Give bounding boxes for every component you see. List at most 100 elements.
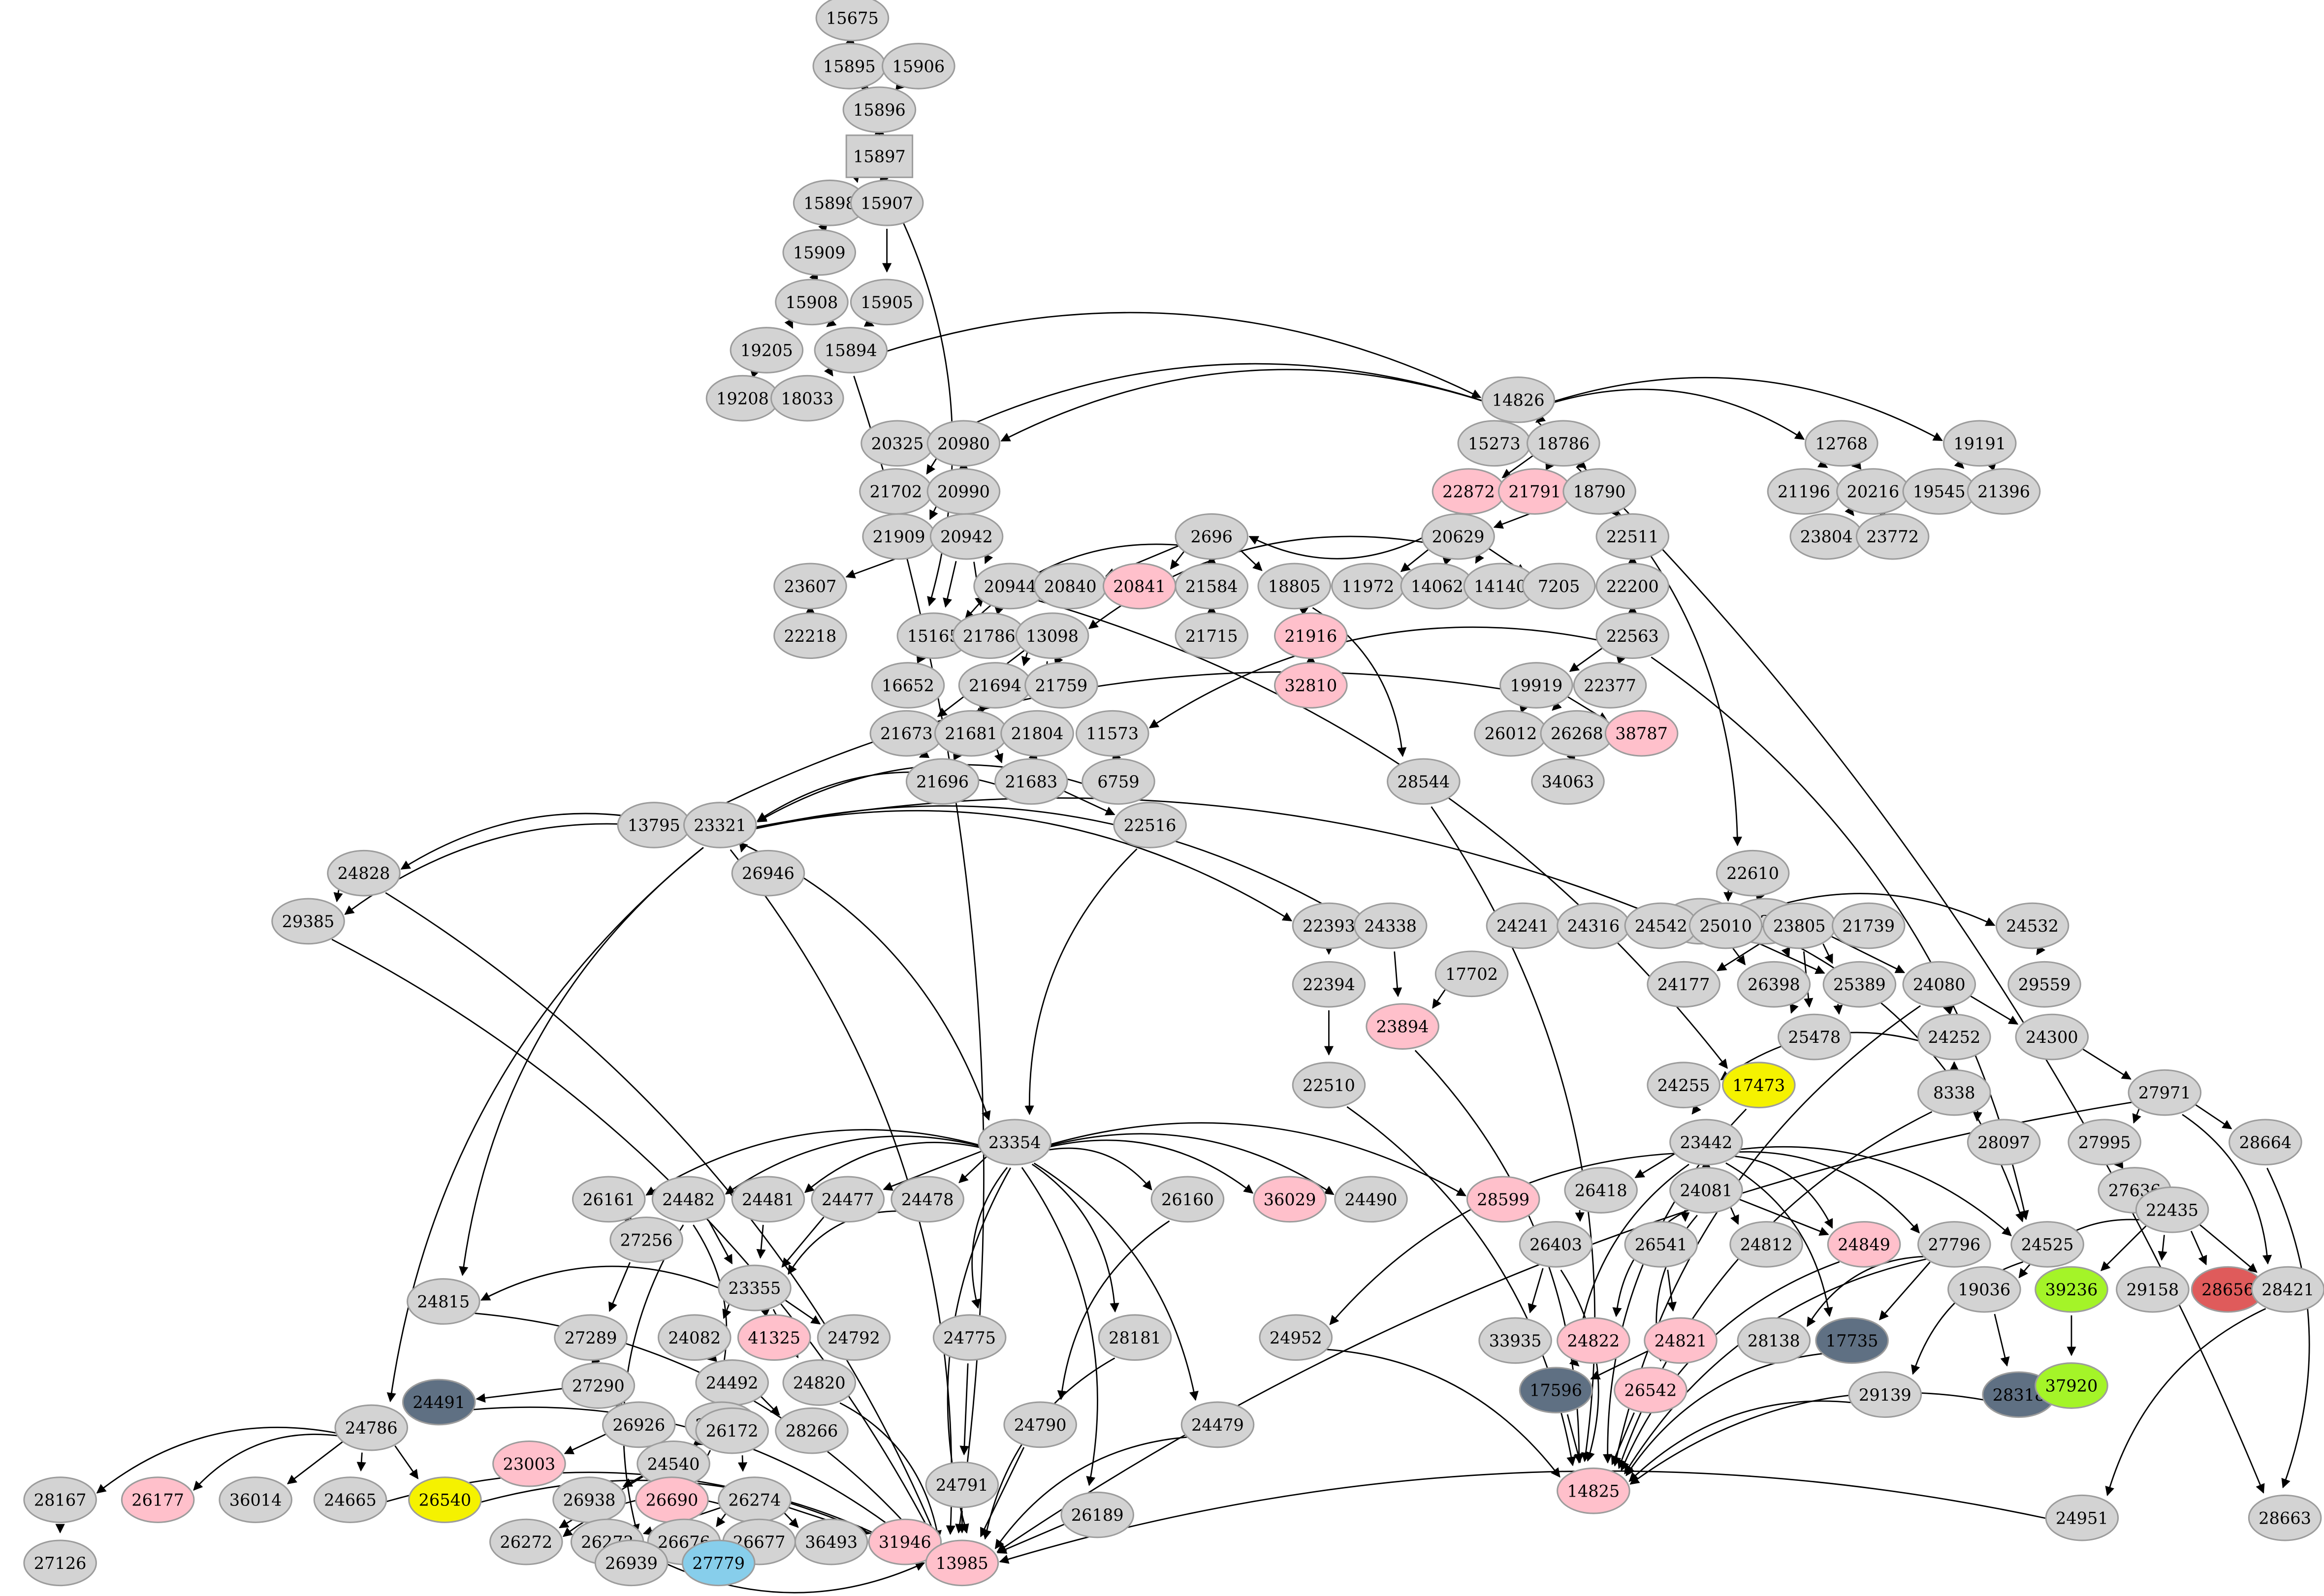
graph-node-28663[interactable]: 28663 xyxy=(2249,1495,2321,1540)
graph-node-24241[interactable]: 24241 xyxy=(1487,903,1559,948)
graph-node-24477[interactable]: 24477 xyxy=(812,1177,884,1222)
graph-node-24791[interactable]: 24791 xyxy=(926,1462,998,1507)
graph-node-21759[interactable]: 21759 xyxy=(1025,663,1098,708)
graph-node-21909[interactable]: 21909 xyxy=(863,514,935,559)
graph-node-26161[interactable]: 26161 xyxy=(573,1177,645,1222)
graph-node-24316[interactable]: 24316 xyxy=(1558,903,1630,948)
graph-node-28167[interactable]: 28167 xyxy=(24,1477,96,1523)
graph-node-21696[interactable]: 21696 xyxy=(906,759,979,804)
graph-node-41325[interactable]: 41325 xyxy=(738,1315,810,1360)
graph-node-23894[interactable]: 23894 xyxy=(1367,1004,1439,1049)
graph-node-24542[interactable]: 24542 xyxy=(1625,903,1697,948)
graph-node-24491[interactable]: 24491 xyxy=(403,1379,475,1425)
graph-node-26939[interactable]: 26939 xyxy=(595,1540,668,1586)
graph-node-32810[interactable]: 32810 xyxy=(1275,663,1347,708)
graph-node-24479[interactable]: 24479 xyxy=(1181,1402,1254,1447)
graph-node-24177[interactable]: 24177 xyxy=(1648,962,1720,1007)
graph-node-17473[interactable]: 17473 xyxy=(1723,1063,1795,1108)
graph-node-24828[interactable]: 24828 xyxy=(328,850,400,896)
graph-node-26274[interactable]: 26274 xyxy=(719,1477,791,1523)
graph-node-23805[interactable]: 23805 xyxy=(1763,903,1836,948)
graph-node-38787[interactable]: 38787 xyxy=(1605,711,1678,756)
graph-node-24820[interactable]: 24820 xyxy=(783,1360,856,1406)
graph-node-26268[interactable]: 26268 xyxy=(1541,711,1613,756)
graph-node-23354[interactable]: 23354 xyxy=(979,1120,1051,1165)
graph-node-24849[interactable]: 24849 xyxy=(1828,1222,1900,1267)
graph-node-26926[interactable]: 26926 xyxy=(603,1402,675,1447)
graph-node-23355[interactable]: 23355 xyxy=(719,1265,791,1311)
graph-node-28097[interactable]: 28097 xyxy=(1968,1120,2040,1165)
graph-node-24525[interactable]: 24525 xyxy=(2011,1222,2084,1267)
graph-node-24300[interactable]: 24300 xyxy=(2016,1014,2088,1060)
graph-node-21683[interactable]: 21683 xyxy=(995,759,1068,804)
graph-node-20841[interactable]: 20841 xyxy=(1103,563,1176,609)
graph-node-28421[interactable]: 28421 xyxy=(2252,1267,2324,1312)
graph-node-23442[interactable]: 23442 xyxy=(1670,1120,1743,1165)
graph-node-26398[interactable]: 26398 xyxy=(1738,962,1810,1007)
graph-node-15907[interactable]: 15907 xyxy=(851,180,923,225)
graph-node-15895[interactable]: 15895 xyxy=(813,44,886,89)
graph-node-26540[interactable]: 26540 xyxy=(409,1477,481,1523)
graph-node-24665[interactable]: 24665 xyxy=(314,1477,386,1523)
graph-node-19191[interactable]: 19191 xyxy=(1943,421,2016,466)
graph-node-24080[interactable]: 24080 xyxy=(1903,962,1975,1007)
graph-node-24790[interactable]: 24790 xyxy=(1004,1402,1077,1447)
graph-node-21694[interactable]: 21694 xyxy=(959,663,1031,708)
graph-node-22516[interactable]: 22516 xyxy=(1114,803,1186,848)
graph-node-36029[interactable]: 36029 xyxy=(1254,1177,1326,1222)
graph-node-21673[interactable]: 21673 xyxy=(870,711,943,756)
graph-node-26177[interactable]: 26177 xyxy=(122,1477,194,1523)
graph-node-15896[interactable]: 15896 xyxy=(843,87,916,132)
graph-node-26946[interactable]: 26946 xyxy=(732,850,804,896)
graph-node-26403[interactable]: 26403 xyxy=(1520,1222,1592,1267)
graph-node-15894[interactable]: 15894 xyxy=(815,328,887,373)
graph-node-19208[interactable]: 19208 xyxy=(706,376,779,421)
graph-node-14062[interactable]: 14062 xyxy=(1401,563,1473,609)
graph-node-28544[interactable]: 28544 xyxy=(1388,759,1460,804)
graph-node-27256[interactable]: 27256 xyxy=(610,1217,683,1262)
graph-node-24081[interactable]: 24081 xyxy=(1670,1168,1743,1213)
graph-node-15905[interactable]: 15905 xyxy=(851,280,923,325)
graph-node-27796[interactable]: 27796 xyxy=(1918,1222,1990,1267)
graph-node-21196[interactable]: 21196 xyxy=(1768,469,1840,514)
graph-node-13098[interactable]: 13098 xyxy=(1016,613,1088,658)
graph-node-19036[interactable]: 19036 xyxy=(1948,1267,2021,1312)
graph-node-23804[interactable]: 23804 xyxy=(1790,514,1863,559)
graph-node-21702[interactable]: 21702 xyxy=(860,469,932,514)
graph-node-26160[interactable]: 26160 xyxy=(1151,1177,1224,1222)
graph-node-18033[interactable]: 18033 xyxy=(771,376,844,421)
graph-node-24082[interactable]: 24082 xyxy=(659,1315,731,1360)
graph-node-26012[interactable]: 26012 xyxy=(1475,711,1547,756)
graph-node-24255[interactable]: 24255 xyxy=(1648,1063,1720,1108)
graph-node-26690[interactable]: 26690 xyxy=(636,1477,708,1523)
graph-node-39236[interactable]: 39236 xyxy=(2036,1267,2108,1312)
graph-node-20990[interactable]: 20990 xyxy=(927,469,1000,514)
graph-node-28266[interactable]: 28266 xyxy=(776,1408,848,1453)
graph-node-29139[interactable]: 29139 xyxy=(1849,1372,1921,1417)
graph-node-17702[interactable]: 17702 xyxy=(1435,951,1508,997)
graph-node-19545[interactable]: 19545 xyxy=(1903,469,1975,514)
graph-node-26189[interactable]: 26189 xyxy=(1061,1492,1134,1537)
graph-node-26541[interactable]: 26541 xyxy=(1625,1222,1697,1267)
graph-node-36493[interactable]: 36493 xyxy=(795,1519,867,1565)
graph-node-24481[interactable]: 24481 xyxy=(732,1177,804,1222)
graph-node-25010[interactable]: 25010 xyxy=(1689,903,1762,948)
graph-node-27995[interactable]: 27995 xyxy=(2069,1120,2141,1165)
graph-node-20629[interactable]: 20629 xyxy=(1422,514,1495,559)
graph-node-24821[interactable]: 24821 xyxy=(1645,1318,1717,1363)
graph-node-28181[interactable]: 28181 xyxy=(1099,1315,1171,1360)
graph-node-22511[interactable]: 22511 xyxy=(1596,514,1669,559)
graph-node-25478[interactable]: 25478 xyxy=(1779,1014,1851,1060)
graph-node-14826[interactable]: 14826 xyxy=(1482,377,1555,422)
graph-node-24812[interactable]: 24812 xyxy=(1730,1222,1803,1267)
graph-node-22200[interactable]: 22200 xyxy=(1596,563,1669,609)
graph-node-12768[interactable]: 12768 xyxy=(1805,421,1878,466)
graph-node-26172[interactable]: 26172 xyxy=(696,1408,768,1453)
graph-node-24492[interactable]: 24492 xyxy=(696,1360,768,1406)
graph-node-18805[interactable]: 18805 xyxy=(1258,563,1331,609)
graph-node-27779[interactable]: 27779 xyxy=(682,1540,755,1586)
graph-node-15909[interactable]: 15909 xyxy=(783,230,856,275)
graph-node-23321[interactable]: 23321 xyxy=(684,803,756,848)
graph-node-21584[interactable]: 21584 xyxy=(1176,563,1248,609)
graph-node-26418[interactable]: 26418 xyxy=(1565,1168,1637,1213)
